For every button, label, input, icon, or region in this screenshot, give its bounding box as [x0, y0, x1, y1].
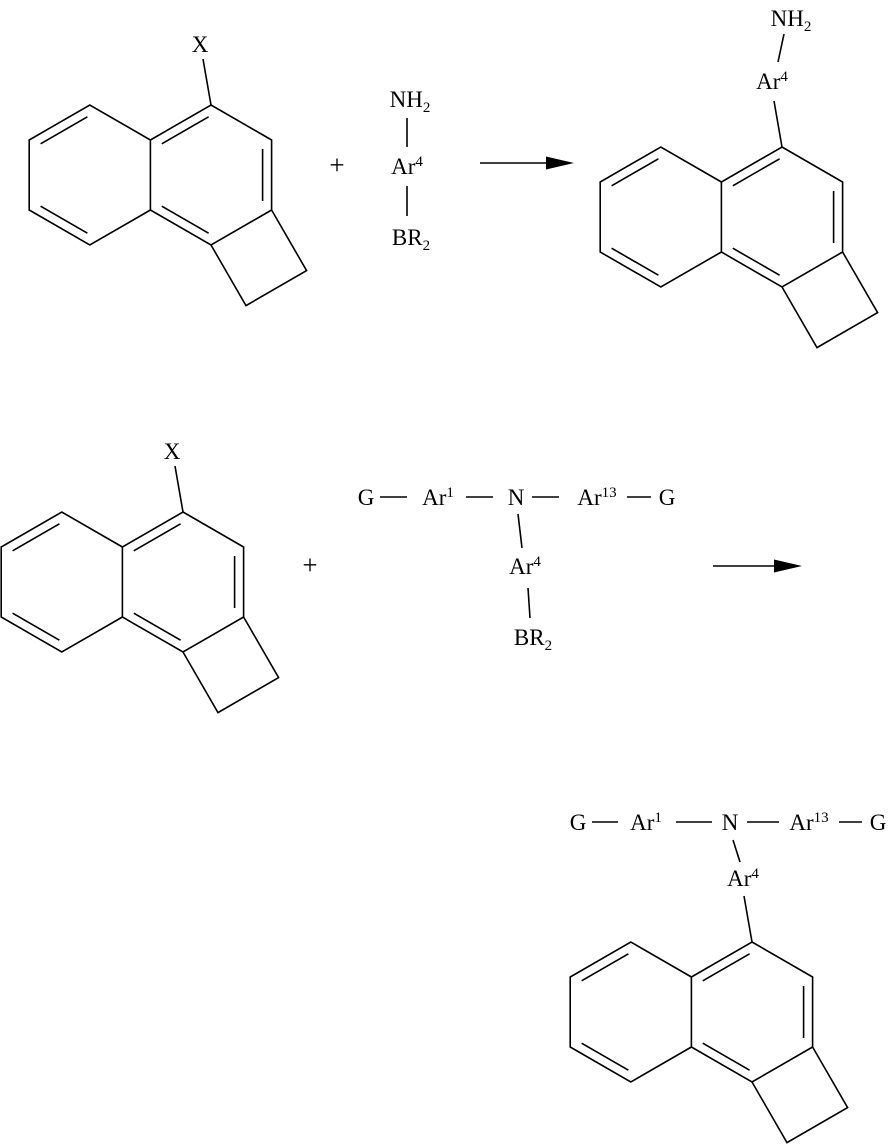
structure-reactant-halide-1: X: [28, 32, 308, 307]
structure-product-2: G Ar1 N Ar13 G Ar4: [569, 810, 887, 1144]
arrow-head: [546, 156, 574, 170]
reagent-triarylamine-boron: G Ar1 N Ar13 G Ar4 BR2: [358, 485, 676, 654]
bond-ar4-br2: [527, 587, 531, 619]
aryl4-label: Ar4: [391, 154, 423, 179]
g-right-label: G: [659, 485, 676, 510]
product-aryl4-label: Ar4: [756, 69, 788, 94]
bond-nh2-ar4: [777, 33, 785, 63]
reaction-arrow-1: [480, 156, 574, 170]
substituent-x-label: X: [164, 439, 181, 464]
reaction-arrow-2: [713, 559, 802, 573]
boron-br2-label: BR2: [392, 225, 430, 254]
naphthalene-cyclobutene-skeleton: [599, 100, 879, 349]
aryl1-label: Ar1: [630, 810, 662, 835]
g-left-label: G: [358, 485, 375, 510]
nitrogen-label: N: [508, 485, 525, 510]
plus-sign-1: +: [329, 150, 344, 180]
structure-reactant-halide-2: X: [0, 439, 280, 714]
boron-br2-label: BR2: [514, 625, 552, 654]
reagent-aryl-boron-amine: NH2 Ar4 BR2: [390, 87, 431, 254]
aryl13-label: Ar13: [789, 810, 828, 835]
naphthalene-cyclobutene-skeleton: [28, 58, 308, 307]
product-nh2-label: NH2: [771, 6, 812, 35]
substituent-x-label: X: [192, 32, 209, 57]
amine-nh2-label: NH2: [390, 87, 431, 116]
aryl13-label: Ar13: [577, 485, 616, 510]
naphthalene-cyclobutene-skeleton: [569, 895, 849, 1144]
aryl4-label: Ar4: [727, 866, 759, 891]
structure-product-1: NH2 Ar4: [599, 6, 879, 349]
nitrogen-label: N: [722, 810, 739, 835]
plus-sign-2: +: [302, 550, 317, 580]
arrow-head: [774, 559, 802, 573]
g-left-label: G: [570, 810, 587, 835]
aryl4-label: Ar4: [509, 554, 541, 579]
naphthalene-cyclobutene-skeleton: [0, 465, 280, 714]
aryl1-label: Ar1: [422, 485, 454, 510]
g-right-label: G: [870, 810, 887, 835]
bond-n-ar4: [517, 513, 523, 549]
bond-n-ar4: [732, 839, 741, 863]
